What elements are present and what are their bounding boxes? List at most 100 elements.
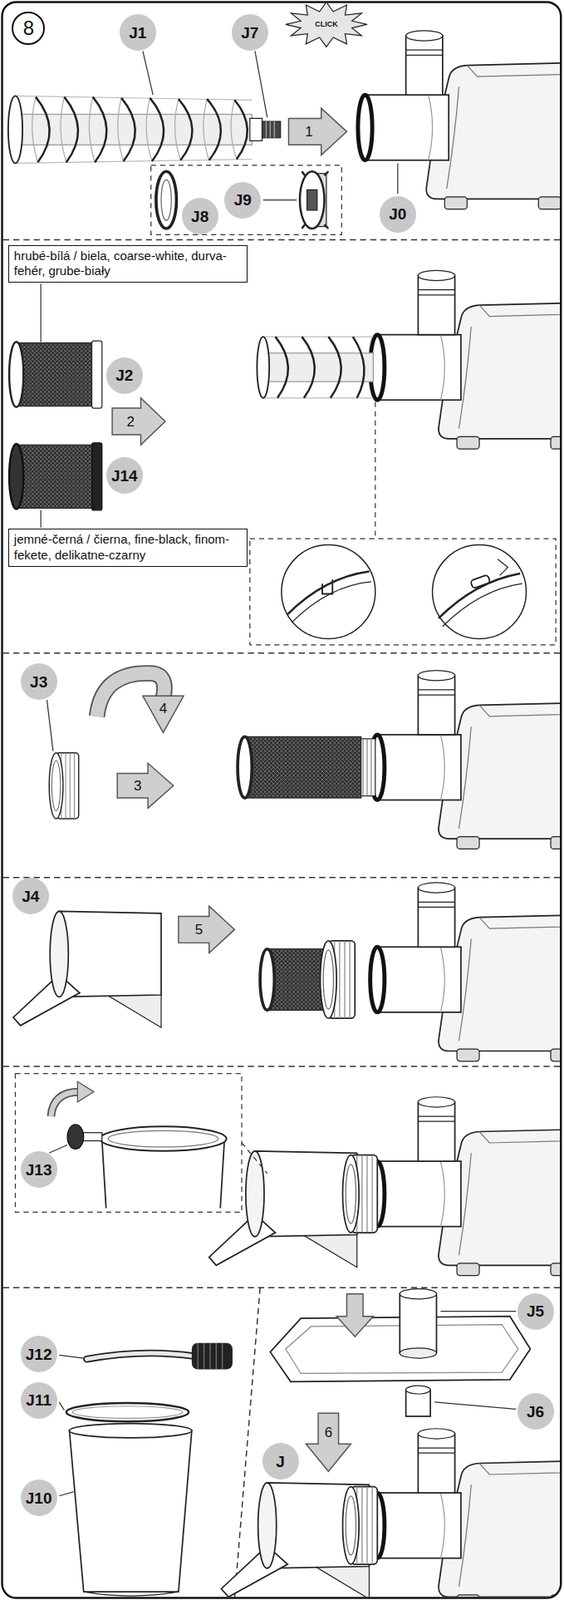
- lid-ring: [66, 1402, 189, 1421]
- cleaning-brush: [197, 1342, 222, 1369]
- cleaning-brush: [86, 1352, 194, 1359]
- step-arrow: [288, 107, 347, 155]
- seal-ring: [156, 171, 177, 229]
- locking-ring: [343, 1486, 378, 1564]
- callout-number: J2: [106, 357, 143, 394]
- auger: [265, 121, 275, 138]
- callout-number: J4: [12, 877, 50, 914]
- auger: [275, 336, 365, 398]
- detail-view: [77, 1080, 94, 1102]
- strainer-coarse: [9, 340, 103, 408]
- detail-view: [322, 578, 333, 594]
- auger: [63, 97, 79, 163]
- rotate-arrow: [142, 695, 184, 732]
- step-arrow: [178, 905, 236, 952]
- detail-view: [442, 583, 523, 627]
- callout-number: J1: [119, 14, 157, 51]
- lid-ring: [72, 1405, 183, 1418]
- leader-line: [263, 199, 298, 201]
- panel-divider: [3, 239, 560, 241]
- leader-line: [142, 50, 398, 200]
- detail-view: [14, 1073, 267, 1212]
- leader-line: [397, 162, 398, 194]
- arrow-number: 6: [324, 1424, 333, 1439]
- text-box: jemné-černá / čierna, fine-black, finom-…: [8, 528, 249, 567]
- detail-frame: [151, 165, 343, 235]
- panel-divider: [3, 652, 560, 653]
- detail-view: [497, 559, 508, 576]
- feed-tube: [406, 1384, 431, 1416]
- detail-view: [374, 402, 376, 540]
- detail-view: [99, 1125, 226, 1150]
- auger: [93, 97, 108, 163]
- detail-view: [50, 1091, 79, 1116]
- auger: [175, 98, 182, 161]
- detail-view: [250, 402, 556, 645]
- leader-line: [58, 1353, 84, 1358]
- box-label: hrubé-bílá / biela, coarse-white, durva-…: [14, 248, 243, 280]
- auger: [234, 99, 247, 159]
- strainer-fitted: [362, 738, 372, 796]
- detail-view: [241, 1142, 268, 1173]
- cleaning-brush: [86, 1352, 194, 1359]
- rotate-arrow: [97, 672, 184, 732]
- detail-view: [107, 1129, 219, 1147]
- auger: [328, 336, 341, 398]
- click-burst: [285, 3, 368, 48]
- locking-ring: [320, 940, 356, 1018]
- juicer-base: [370, 1096, 560, 1276]
- feed-tube: [406, 1384, 431, 1393]
- feed-tray: [399, 1293, 437, 1353]
- leader-line: [255, 50, 268, 118]
- callout-number: J3: [20, 662, 58, 700]
- cleaning-brush: [86, 1342, 233, 1369]
- auger: [262, 121, 281, 138]
- detail-view: [438, 573, 520, 618]
- locking-ring: [49, 752, 79, 819]
- auger: [275, 336, 289, 398]
- juice-cup: [13, 910, 162, 1027]
- juice-jug: [69, 1429, 192, 1591]
- arrow-number: 2: [126, 414, 134, 429]
- leader-line: [40, 510, 42, 528]
- callout-number: J8: [181, 197, 219, 235]
- strainer-fitted: [259, 948, 275, 1011]
- auger: [32, 97, 39, 163]
- step-arrow: [117, 762, 174, 808]
- leader-line: [40, 283, 42, 527]
- auger: [150, 98, 165, 162]
- feed-tray: [399, 1347, 437, 1358]
- detail-view: [291, 581, 372, 623]
- auger: [8, 95, 23, 163]
- strainer-coarse: [18, 343, 94, 407]
- auger: [121, 98, 136, 162]
- strainer-coarse: [9, 341, 24, 408]
- seal-ring: [161, 179, 172, 221]
- juice-jug: [69, 1422, 192, 1437]
- leader-line: [58, 1401, 64, 1410]
- lid-ring: [66, 1402, 189, 1421]
- callout-number: J7: [231, 14, 269, 51]
- detail-view: [432, 544, 527, 639]
- detail-view: [470, 573, 491, 589]
- callout-number: J0: [379, 196, 417, 233]
- strainer-fine: [92, 442, 103, 511]
- cleaning-brush: [191, 1342, 233, 1369]
- callout-number: J10: [20, 1478, 58, 1516]
- detail-view: [14, 1073, 242, 1212]
- strainer-fitted: [237, 735, 376, 798]
- auger: [353, 336, 365, 398]
- feed-tray: [269, 1288, 530, 1382]
- arrow-number: 3: [133, 778, 142, 793]
- strainer-coarse: [92, 340, 103, 408]
- juicer-base: [370, 1427, 560, 1597]
- box-label: jemné-černá / čierna, fine-black, finom-…: [14, 531, 243, 564]
- panel-divider: [3, 1286, 560, 1288]
- auger: [35, 97, 50, 163]
- detail-view: [287, 571, 369, 615]
- arrow-number: 5: [195, 922, 203, 937]
